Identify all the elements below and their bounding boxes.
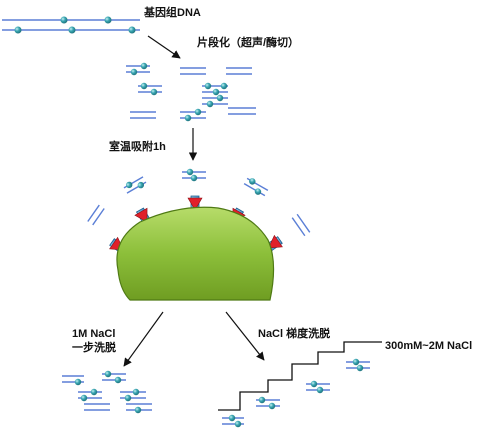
dna-fragment bbox=[130, 111, 156, 119]
dna-fragment bbox=[228, 107, 256, 115]
affinity-bead bbox=[116, 206, 275, 301]
dna-fragment bbox=[202, 94, 228, 108]
arrow-to-step-elution bbox=[123, 311, 164, 367]
dna-fragment bbox=[346, 358, 370, 372]
dna-fragment bbox=[126, 403, 152, 414]
label-fragmentation: 片段化（超声/酶切） bbox=[197, 37, 300, 49]
label-step-elution-line1: 1M NaCl bbox=[72, 328, 116, 340]
dna-fragment bbox=[306, 380, 330, 394]
gradient-elution-fragments bbox=[222, 358, 370, 428]
label-adsorption: 室温吸附1h bbox=[109, 141, 166, 153]
dna-fragment bbox=[78, 388, 102, 402]
dna-fragment bbox=[182, 168, 206, 182]
label-gradient-range: 300mM~2M NaCl bbox=[385, 340, 473, 352]
dna-fragment bbox=[123, 176, 147, 194]
step-elution-fragments bbox=[62, 370, 152, 414]
dna-fragment bbox=[180, 67, 206, 75]
arrow-to-gradient-elution bbox=[225, 311, 265, 361]
bound-dna-fragments bbox=[87, 168, 311, 237]
dna-fragments-after-fragmentation bbox=[126, 62, 256, 122]
gradient-staircase bbox=[218, 341, 382, 411]
dna-fragment bbox=[222, 414, 244, 428]
dna-fragment bbox=[243, 177, 269, 197]
dna-fragment bbox=[226, 67, 252, 75]
dna-fragment bbox=[202, 82, 228, 96]
dna-fragment bbox=[291, 213, 311, 237]
dna-fragment bbox=[87, 204, 105, 226]
dna-fragment bbox=[62, 375, 84, 386]
dna-fragment bbox=[84, 403, 110, 411]
dna-fragment bbox=[120, 388, 146, 402]
dna-fragment bbox=[138, 82, 162, 96]
label-genomic-dna: 基因组DNA bbox=[144, 7, 201, 19]
genomic-dna bbox=[2, 16, 140, 34]
dna-fragment bbox=[256, 396, 280, 410]
dna-fragment bbox=[102, 370, 126, 384]
arrow-to-fragmentation bbox=[147, 35, 181, 59]
label-gradient-elution: NaCl 梯度洗脱 bbox=[258, 328, 331, 340]
dna-fragment bbox=[180, 108, 206, 122]
label-step-elution-line2: 一步洗脱 bbox=[72, 342, 116, 354]
dna-fragment bbox=[126, 62, 150, 76]
